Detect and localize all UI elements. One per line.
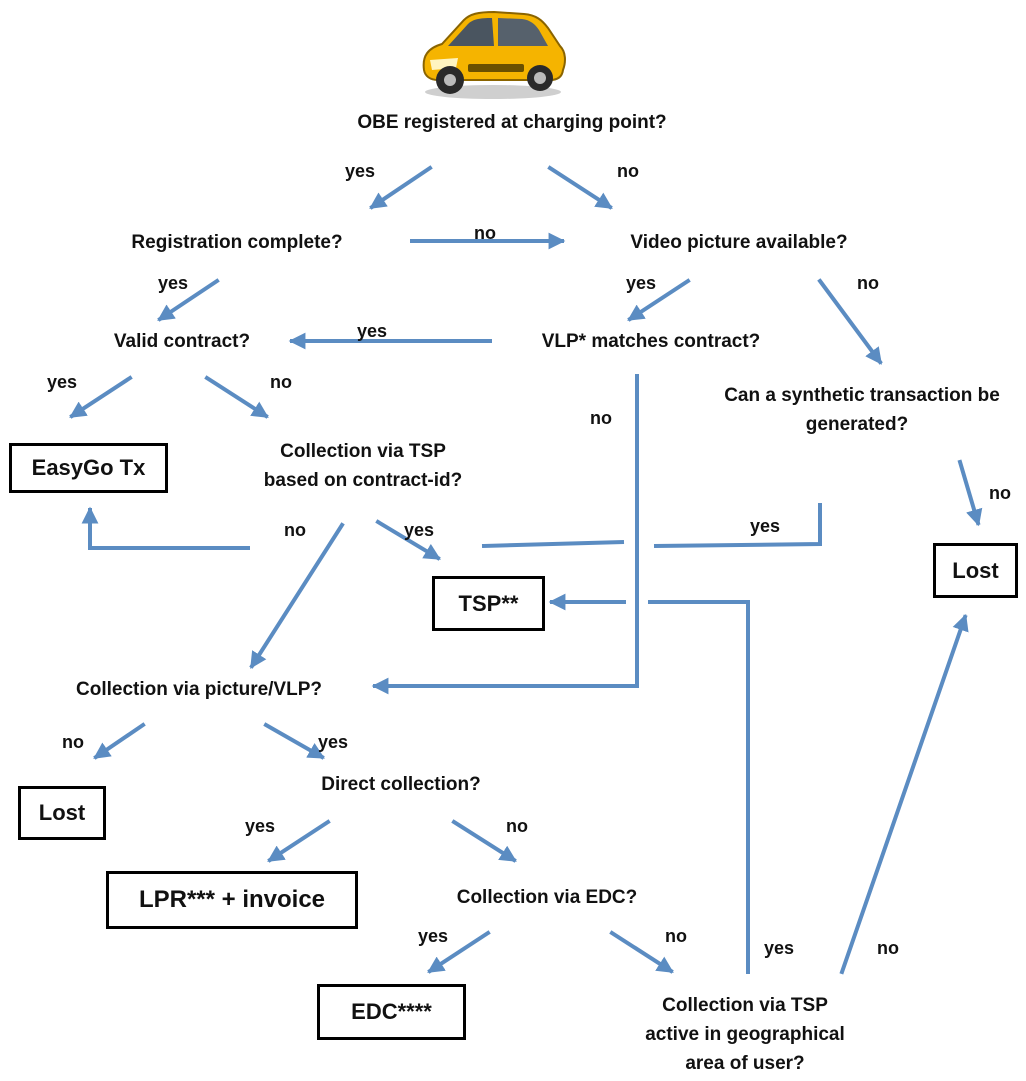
label-synthetic-yes: yes [750, 516, 781, 536]
outcome-edc: EDC**** [317, 984, 466, 1040]
arrow-edc-no [609, 930, 674, 974]
label-video-no: no [857, 273, 879, 293]
question-tsp-geo-line1: Collection via TSP [662, 995, 828, 1016]
question-picture-vlp: Collection via picture/VLP? [76, 679, 322, 700]
label-registration-no: no [474, 223, 496, 243]
arrow-picture-no [93, 722, 146, 760]
question-tsp-geo-line2: active in geographical [645, 1024, 845, 1045]
question-vlp-matches-contract: VLP* matches contract? [541, 331, 761, 352]
arrow-video-yes [627, 278, 691, 322]
question-synthetic-line2: generated? [805, 414, 909, 435]
label-edc-no: no [665, 926, 687, 946]
label-tsp-no: no [284, 520, 306, 540]
label-synthetic-no: no [989, 483, 1011, 503]
line-geo-yes [648, 600, 750, 974]
question-video-available: Video picture available? [630, 232, 848, 253]
arrow-edc-yes [427, 930, 491, 974]
label-edc-yes: yes [418, 926, 449, 946]
outcome-tsp: TSP** [432, 576, 545, 631]
arrow-tsp-no-to-picture [249, 522, 345, 669]
arrow-valid-yes [69, 375, 133, 419]
outcome-lost-right: Lost [933, 543, 1018, 598]
label-geo-yes: yes [764, 938, 795, 958]
arrow-vlp-no [371, 374, 639, 695]
label-video-yes: yes [626, 273, 657, 293]
label-obe-yes: yes [345, 161, 376, 181]
label-geo-no: no [877, 938, 899, 958]
arrow-picture-yes [263, 722, 325, 760]
question-valid-contract: Valid contract? [113, 331, 251, 352]
arrow-video-no [817, 278, 883, 365]
label-direct-yes: yes [245, 816, 276, 836]
label-registration-yes: yes [158, 273, 189, 293]
question-synthetic-line1: Can a synthetic transaction be [724, 385, 1000, 406]
label-vlp-yes: yes [357, 321, 388, 341]
question-registration-complete: Registration complete? [131, 232, 343, 253]
label-vlp-no: no [590, 408, 612, 428]
outcome-lpr-invoice: LPR*** + invoice [106, 871, 358, 929]
label-valid-no: no [270, 372, 292, 392]
question-tsp-geo-line3: area of user? [685, 1053, 805, 1074]
outcome-easygo-tx: EasyGo Tx [9, 443, 168, 493]
arrow-tsp-yes [375, 519, 441, 561]
arrow-direct-yes [267, 819, 331, 863]
line-synthetic-yes [653, 503, 822, 549]
car-icon [422, 10, 566, 99]
arrow-direct-no [451, 819, 517, 863]
arrow-valid-no [204, 375, 269, 419]
question-obe-registered: OBE registered at charging point? [357, 112, 667, 133]
arrow-registration-yes [157, 278, 220, 322]
arrow-obe-yes [369, 165, 433, 210]
label-picture-no: no [62, 732, 84, 752]
question-collection-edc: Collection via EDC? [456, 887, 638, 908]
label-valid-yes: yes [47, 372, 78, 392]
line-tsp-join [481, 539, 625, 549]
question-collection-tsp-line1: Collection via TSP [280, 441, 446, 462]
outcome-lost-left: Lost [18, 786, 106, 840]
label-obe-no: no [617, 161, 639, 181]
arrow-synthetic-no [957, 459, 983, 527]
question-direct-collection: Direct collection? [321, 774, 481, 795]
arrow-obe-no [547, 165, 613, 210]
label-direct-no: no [506, 816, 528, 836]
label-picture-yes: yes [318, 732, 349, 752]
question-collection-tsp-line2: based on contract-id? [263, 470, 463, 491]
arrow-geo-no [839, 613, 969, 975]
arrow-tsp-no-to-easygo [81, 506, 250, 550]
label-tsp-yes: yes [404, 520, 435, 540]
